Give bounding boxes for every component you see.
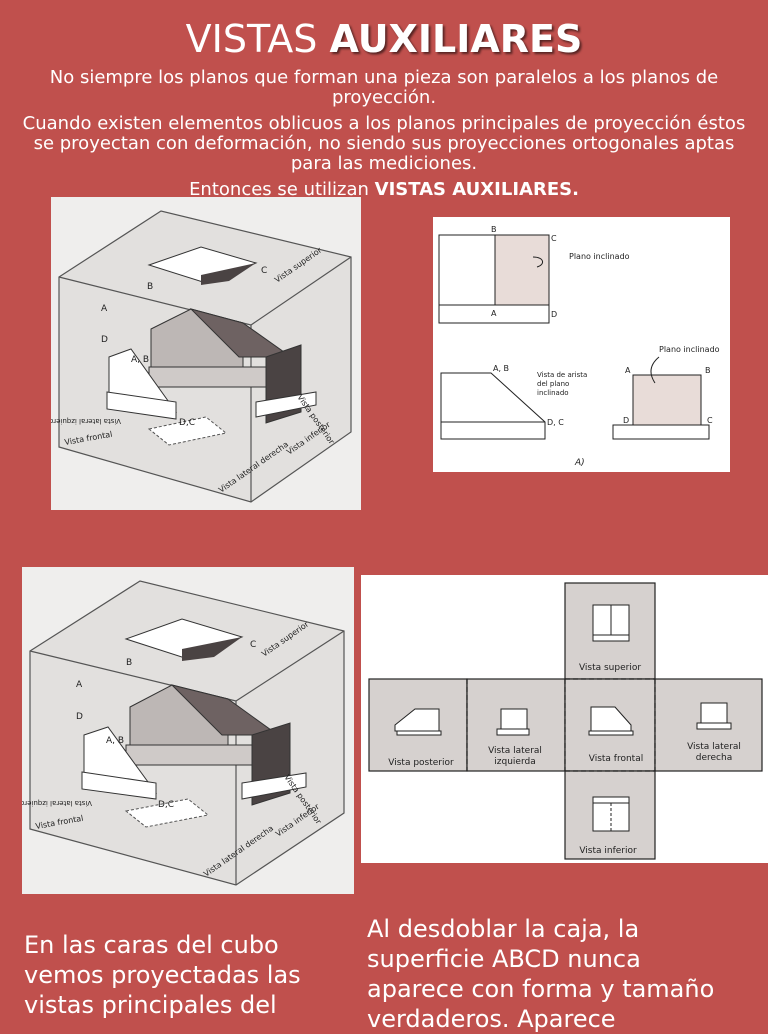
bottom-left-line-1: En las caras del cubo (24, 931, 279, 959)
cube-top-label-dc: D,C (179, 418, 195, 428)
cube-top-label-b: B (147, 282, 153, 292)
views-label-plano-inclinado-2: Plano inclinado (659, 345, 720, 354)
cube-bottom-drawing: Vista superior Vista posterior Vista inf… (22, 580, 345, 886)
views-label-vista-arista-3: inclinado (537, 389, 569, 397)
unfolded-label-vista-inferior: Vista inferior (579, 846, 637, 856)
views-label-fig: A) (574, 458, 585, 468)
figure-cube-bottom: Vista superior Vista posterior Vista inf… (22, 567, 354, 894)
cube-bottom-label-d: D (76, 712, 83, 722)
bottom-right-line-1: Al desdoblar la caja, la (367, 915, 640, 943)
views-label-b: B (491, 225, 497, 234)
views-label-b2: B (705, 366, 711, 375)
cube-top-label-c: C (261, 266, 267, 276)
unfolded-drawing: Vista superior Vista posterior Vista lat… (361, 575, 768, 863)
intro-p3-prefix: Entonces se utilizan (189, 179, 375, 200)
bottom-left-text: En las caras del cubo vemos proyectadas … (24, 930, 344, 1020)
views-label-d2: D (623, 416, 629, 425)
bottom-right-line-2: superficie ABCD nunca (367, 945, 641, 973)
views-label-c2: C (707, 416, 713, 425)
unfolded-label-vista-lateral-izquierda-2: izquierda (494, 757, 535, 767)
views-label-a2: A (625, 366, 631, 375)
cube-top-drawing: Vista superior Vista posterior Vista inf… (51, 210, 352, 503)
views-label-d: D (551, 310, 557, 319)
intro-p3-bold: VISTAS AUXILIARES. (374, 179, 579, 200)
bottom-left-line-3: vistas principales del (24, 991, 277, 1019)
views-label-a: A (491, 309, 497, 318)
cube-top-label-d: D (101, 335, 108, 345)
views-label-dc: D, C (547, 418, 564, 427)
unfolded-label-vista-lateral-derecha-1: Vista lateral (687, 742, 741, 752)
figure-views: B C A D Plano inclinado A, B D, C Vista … (433, 217, 730, 472)
cube-top-label-a: A (101, 304, 108, 314)
bottom-right-line-3: aparece con forma y tamaño (367, 975, 715, 1003)
bottom-right-text: Al desdoblar la caja, la superficie ABCD… (367, 914, 765, 1034)
unfolded-label-vista-lateral-derecha-2: derecha (696, 753, 732, 763)
views-label-ab: A, B (493, 364, 509, 373)
unfolded-label-vista-lateral-izquierda-1: Vista lateral (488, 746, 542, 756)
views-label-plano-inclinado-1: Plano inclinado (569, 252, 630, 261)
cube-bottom-label-dc: D,C (158, 800, 174, 810)
cube-bottom-label-c: C (250, 640, 256, 650)
views-label-c: C (551, 234, 557, 243)
intro-text: No siempre los planos que forman una pie… (20, 68, 748, 206)
unfolded-label-vista-superior: Vista superior (579, 663, 641, 673)
bottom-left-line-2: vemos proyectadas las (24, 961, 301, 989)
title-light: VISTAS (185, 17, 318, 61)
intro-paragraph-2: Cuando existen elementos oblicuos a los … (22, 113, 746, 174)
title-bold: AUXILIARES (329, 17, 583, 61)
page-title: VISTAS AUXILIARES (0, 14, 768, 64)
views-drawing: B C A D Plano inclinado A, B D, C Vista … (438, 225, 720, 468)
bottom-right-line-4: verdaderos. Aparece (367, 1005, 616, 1033)
cube-bottom-label-vista-lateral-izquierda: Vista lateral izquierda (22, 799, 92, 807)
views-label-vista-arista-1: Vista de arista (537, 371, 587, 379)
intro-paragraph-3: Entonces se utilizan VISTAS AUXILIARES. (20, 180, 748, 200)
views-label-vista-arista-2: del plano (537, 380, 569, 388)
cube-top-label-vista-lateral-izquierda: Vista lateral izquierda (51, 417, 121, 425)
intro-paragraph-1: No siempre los planos que forman una pie… (49, 67, 719, 108)
cube-bottom-label-ab: A, B (106, 736, 124, 746)
cube-bottom-label-a: A (76, 680, 83, 690)
unfolded-label-vista-frontal: Vista frontal (589, 754, 643, 764)
figure-unfolded: Vista superior Vista posterior Vista lat… (361, 575, 768, 863)
figure-cube-top: Vista superior Vista posterior Vista inf… (51, 197, 361, 510)
cube-top-label-ab: A, B (131, 355, 149, 365)
cube-bottom-label-b: B (126, 658, 132, 668)
unfolded-label-vista-posterior: Vista posterior (388, 758, 454, 768)
